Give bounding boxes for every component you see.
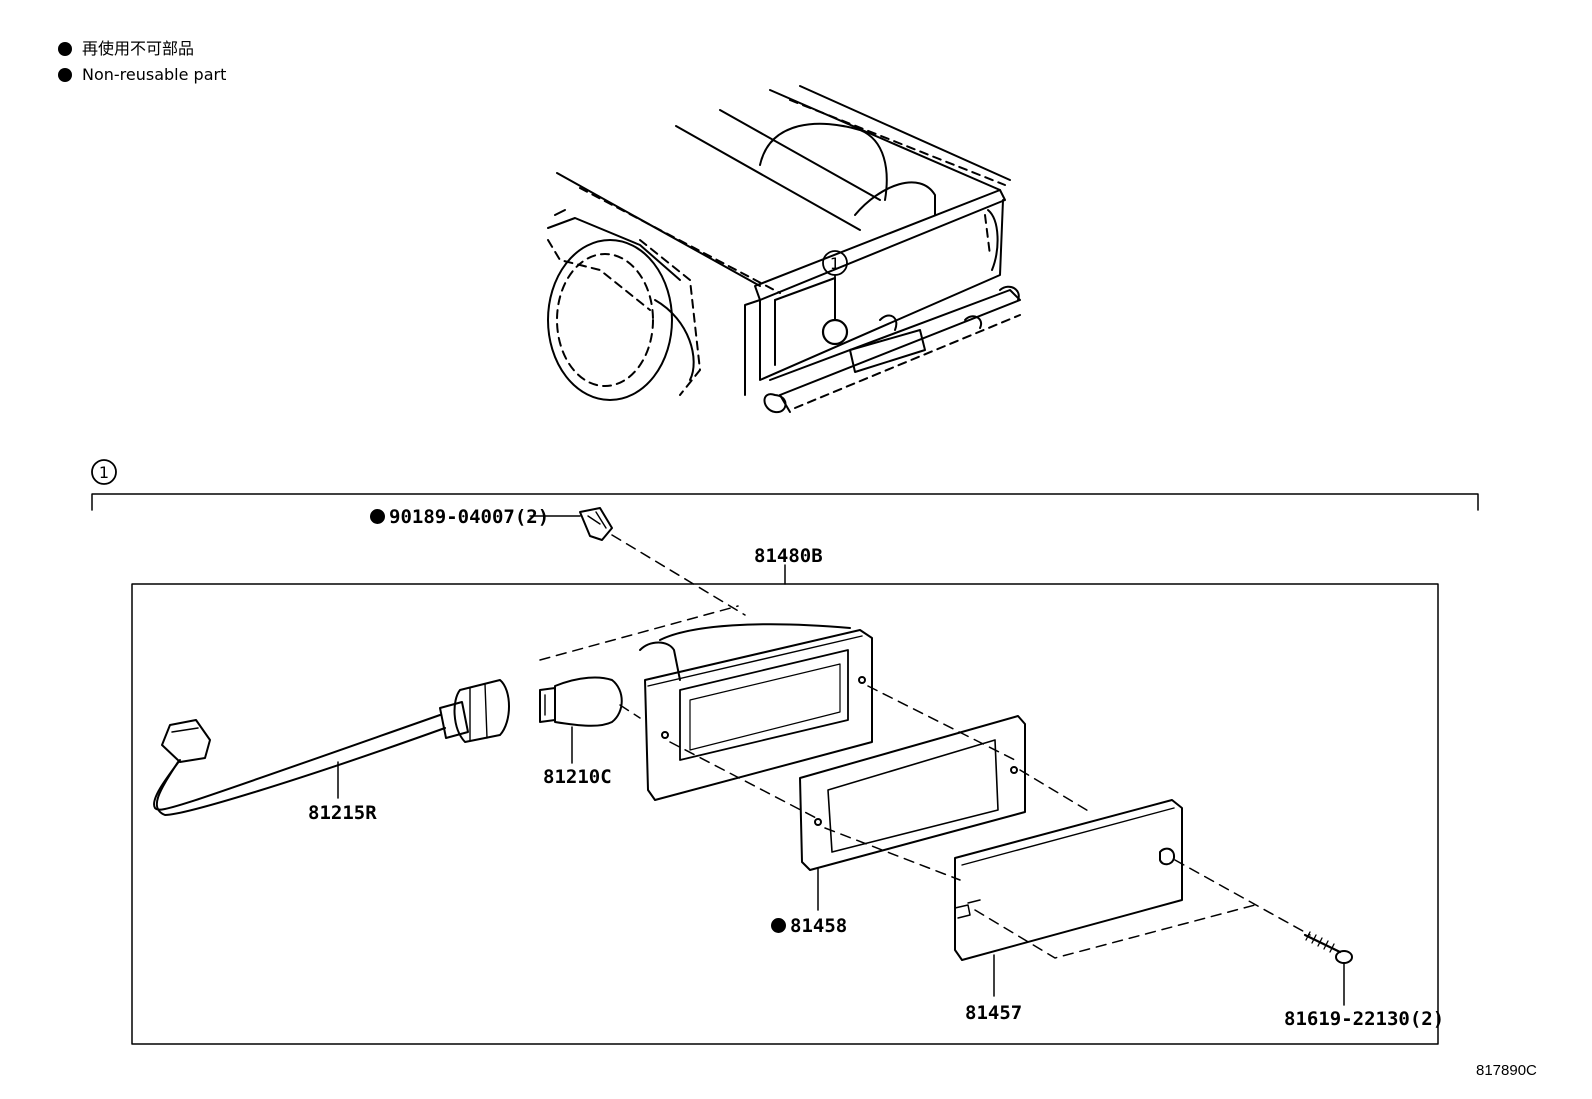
truck-rear-illustration xyxy=(547,85,1021,414)
clip-illustration xyxy=(529,507,746,616)
part-label-screw[interactable]: 81619-22130(2) xyxy=(1284,1008,1445,1030)
legend: 再使用不可部品 Non-reusable part xyxy=(58,36,226,88)
non-reusable-bullet-icon xyxy=(370,509,385,524)
screw-illustration xyxy=(1303,931,1353,1006)
legend-text-en: Non-reusable part xyxy=(82,65,227,84)
group-callout-circle xyxy=(91,459,117,485)
part-label-bulb[interactable]: 81210C xyxy=(543,766,612,788)
part-label-gasket[interactable]: 81458 xyxy=(771,915,847,937)
part-label-lamp-assembly[interactable]: 81480B xyxy=(754,545,823,567)
lens-illustration xyxy=(954,799,1311,997)
non-reusable-bullet-icon xyxy=(58,68,72,82)
gasket-illustration xyxy=(799,715,1091,911)
non-reusable-bullet-icon xyxy=(58,42,72,56)
legend-item-en: Non-reusable part xyxy=(58,62,226,88)
part-label-lens[interactable]: 81457 xyxy=(965,1002,1023,1024)
non-reusable-bullet-icon xyxy=(771,918,786,933)
lamp-housing-illustration xyxy=(539,605,1016,821)
group-callout-number: 1 xyxy=(99,463,109,482)
diagram-id: 817890C xyxy=(1476,1062,1537,1079)
part-label-clip[interactable]: 90189-04007(2) xyxy=(370,506,549,528)
part-label-socket-wire[interactable]: 81215R xyxy=(308,802,377,824)
socket-wire-illustration xyxy=(153,679,510,816)
bulb-illustration xyxy=(539,676,641,764)
vehicle-callout-number: 1 xyxy=(830,254,840,273)
legend-item-jp: 再使用不可部品 xyxy=(58,36,226,62)
legend-text-jp: 再使用不可部品 xyxy=(82,39,195,58)
group-bracket xyxy=(91,493,1479,511)
